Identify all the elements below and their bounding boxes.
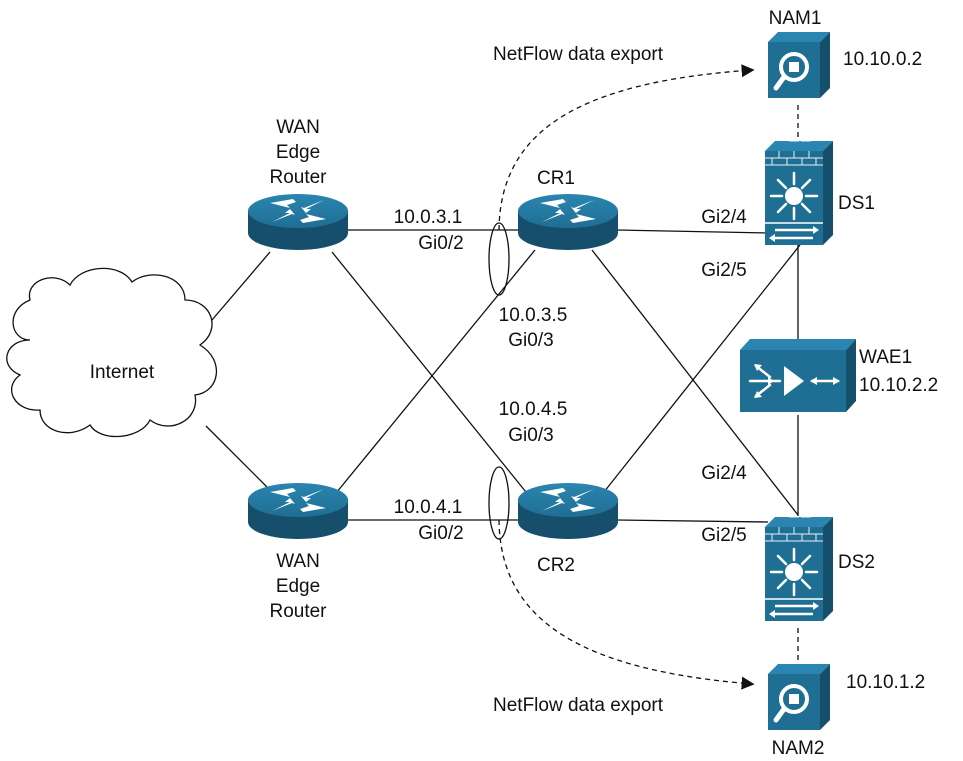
link-cr1-ds1 — [617, 229, 769, 234]
link-wan-top-cr2 — [331, 251, 531, 498]
wan-top-label-line3: Router — [269, 167, 327, 188]
cr2-gi02-label: Gi0/2 — [418, 523, 463, 544]
cr2-gi02-ip: 10.0.4.1 — [394, 497, 463, 518]
nam2-device[interactable]: NAM2 10.10.1.2 — [768, 664, 925, 759]
wae1-device[interactable]: WAE1 10.10.2.2 — [738, 337, 938, 414]
internet-label: Internet — [90, 362, 155, 383]
router-icon — [518, 194, 618, 250]
nam1-label: NAM1 — [769, 8, 822, 29]
link-internet-wan-top — [205, 251, 271, 328]
router-icon — [518, 483, 618, 539]
cr1-label: CR1 — [537, 168, 575, 189]
cr1-gi03-label: Gi0/3 — [508, 330, 553, 351]
cr1-gi03-ip: 10.0.3.5 — [499, 305, 568, 326]
netflow-arrow-top — [498, 64, 755, 231]
link-internet-wan-bottom — [205, 425, 271, 491]
wan-acceleration-engine-icon — [738, 337, 858, 414]
nam2-ip: 10.10.1.2 — [846, 672, 925, 693]
distribution-switch-ds1[interactable]: DS1 — [763, 139, 875, 247]
wan-top-label-line2: Edge — [276, 142, 320, 163]
ds1-gi25-label: Gi2/5 — [701, 260, 746, 281]
firewall-switch-icon — [763, 139, 835, 247]
nam1-device[interactable]: NAM1 10.10.0.2 — [768, 8, 922, 98]
wan-edge-router-top[interactable]: WAN Edge Router — [248, 117, 348, 250]
cr2-gi03-label: Gi0/3 — [508, 425, 553, 446]
cr2-interface-ellipse — [488, 466, 510, 540]
ds2-gi24-label: Gi2/4 — [701, 463, 747, 484]
netflow-links — [498, 64, 799, 690]
cr1-gi02-label: Gi0/2 — [418, 233, 463, 254]
wan-edge-router-bottom[interactable]: WAN Edge Router — [248, 483, 348, 622]
ds1-label: DS1 — [838, 193, 875, 214]
interface-labels: 10.0.3.1 Gi0/2 10.0.3.5 Gi0/3 10.0.4.5 G… — [394, 207, 747, 546]
ds1-gi24-label: Gi2/4 — [701, 207, 747, 228]
wan-bottom-label-line2: Edge — [276, 576, 320, 597]
cr1-interface-ellipse — [488, 222, 510, 296]
network-analysis-module-icon — [768, 32, 830, 98]
link-cr2-ds2 — [617, 519, 769, 523]
wan-bottom-label-line1: WAN — [276, 551, 320, 572]
core-router-cr1[interactable]: CR1 — [518, 168, 618, 250]
distribution-switch-ds2[interactable]: DS2 — [763, 515, 875, 623]
cr2-gi03-ip: 10.0.4.5 — [499, 399, 568, 420]
wae1-ip: 10.10.2.2 — [859, 375, 938, 396]
link-cr2-ds1 — [599, 244, 801, 498]
netflow-arrow-bottom — [498, 519, 755, 690]
core-router-cr2[interactable]: CR2 — [518, 483, 618, 576]
firewall-switch-icon — [763, 515, 835, 623]
wae1-label: WAE1 — [859, 347, 912, 368]
nam2-label: NAM2 — [772, 738, 825, 759]
wan-bottom-label-line3: Router — [269, 601, 327, 622]
wan-top-label-line1: WAN — [276, 117, 320, 138]
netflow-label-top: NetFlow data export — [493, 44, 664, 65]
internet-cloud: Internet — [6, 267, 217, 438]
link-wan-bottom-cr1 — [331, 249, 536, 499]
cr2-label: CR2 — [537, 555, 575, 576]
router-icon — [248, 483, 348, 539]
nam1-ip: 10.10.0.2 — [843, 49, 922, 70]
router-icon — [248, 194, 348, 250]
cloud-icon — [6, 267, 217, 438]
ds2-label: DS2 — [838, 552, 875, 573]
ds2-gi25-label: Gi2/5 — [701, 525, 746, 546]
connection-lines — [205, 229, 801, 523]
netflow-label-bottom: NetFlow data export — [493, 695, 664, 716]
link-cr1-ds2 — [591, 249, 799, 516]
cr1-gi02-ip: 10.0.3.1 — [394, 207, 463, 228]
network-analysis-module-icon — [768, 664, 830, 730]
